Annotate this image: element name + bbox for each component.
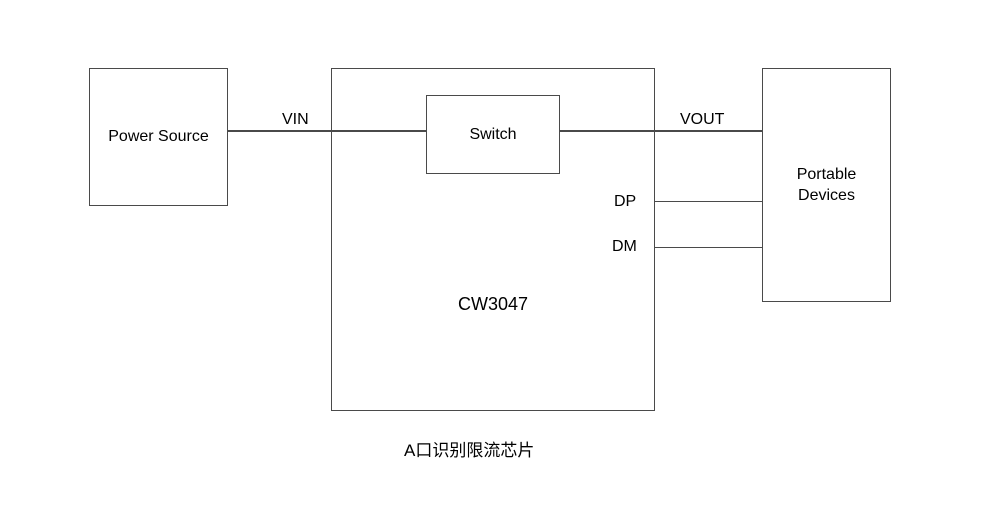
chip-label: CW3047 <box>457 294 529 314</box>
dp-label: DP <box>614 193 637 210</box>
dp-line <box>655 201 762 202</box>
power-source-label: Power Source <box>108 128 209 145</box>
dm-label: DM <box>612 238 637 255</box>
diagram-caption: A口识别限流芯片 <box>404 441 535 460</box>
switch-block: Switch <box>426 95 560 174</box>
power-source-block: Power Source <box>89 68 228 206</box>
vin-label: VIN <box>282 111 309 128</box>
switch-label: Switch <box>469 126 517 143</box>
vin-line <box>228 130 426 132</box>
vout-line <box>560 130 762 132</box>
dm-line <box>655 247 762 248</box>
vout-label: VOUT <box>680 111 725 128</box>
portable-devices-label-line2: Devices <box>798 187 855 204</box>
portable-devices-block: Portable Devices <box>762 68 891 302</box>
portable-devices-label-line1: Portable <box>796 166 857 183</box>
